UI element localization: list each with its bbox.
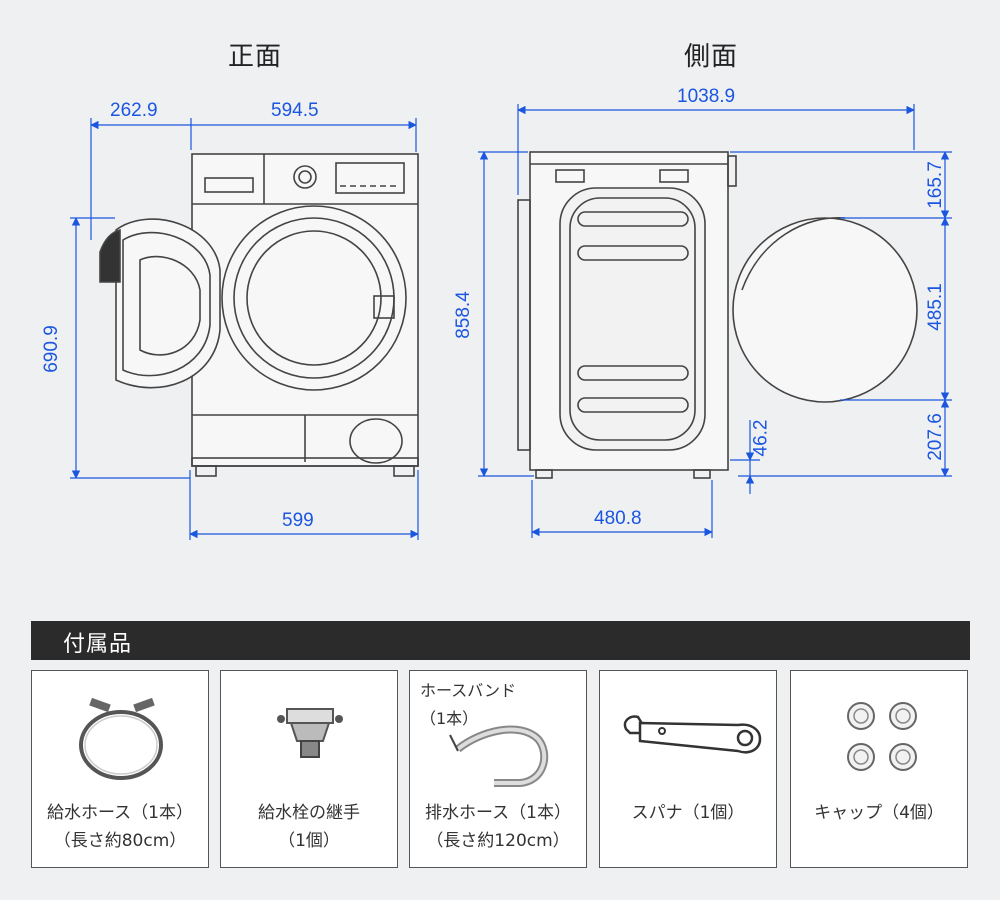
- water-supply-hose-icon: [79, 697, 163, 780]
- faucet-joint-icon: [277, 708, 343, 758]
- accessory-card-caps: キャップ（4個）: [790, 670, 968, 868]
- front-washer-drawing: [191, 153, 419, 477]
- front-open-door: [99, 218, 221, 389]
- dim-side-total-depth: 1038.9: [677, 86, 736, 107]
- dim-side-bottom-gap: 207.6: [924, 413, 946, 461]
- dimension-diagram: [70, 104, 952, 540]
- dim-side-height: 858.4: [452, 291, 474, 339]
- accessory-card-faucet-joint: 給水栓の継手 （1個）: [220, 670, 398, 868]
- dim-side-top-gap: 165.7: [924, 161, 946, 209]
- dim-side-door-diameter: 485.1: [924, 283, 946, 331]
- accessory-card-spanner: スパナ（1個）: [599, 670, 777, 868]
- spanner-icon: [623, 715, 762, 754]
- accessory-name: 排水ホース（1本）: [425, 803, 571, 823]
- accessory-name: スパナ（1個）: [631, 803, 745, 823]
- accessory-name: キャップ（4個）: [814, 803, 944, 823]
- hose-band-count: （1本）: [420, 709, 479, 728]
- dim-side-leg-height: 46.2: [750, 419, 772, 457]
- dim-front-body-width: 594.5: [271, 100, 319, 121]
- dim-side-base-depth: 480.8: [594, 508, 642, 529]
- drain-hose-icon: [449, 725, 549, 787]
- accessories-title: 付属品: [63, 632, 133, 657]
- hose-band-label: ホースバンド: [420, 681, 517, 700]
- front-dimension-lines: [70, 118, 419, 540]
- accessory-detail: （長さ約120cm）: [426, 831, 570, 851]
- dim-front-door-width: 262.9: [110, 100, 158, 121]
- dim-front-height: 690.9: [40, 325, 62, 373]
- accessory-detail: （1個）: [278, 831, 340, 851]
- caps-icon: [847, 702, 917, 771]
- side-dimension-lines: [478, 104, 952, 538]
- dim-front-base-width: 599: [282, 510, 314, 531]
- accessory-card-drain-hose: ホースバンド （1本） 排水ホース（1本） （長さ約120cm）: [409, 670, 587, 868]
- accessories-header: 付属品: [31, 621, 970, 660]
- accessory-detail: （長さ約80cm）: [53, 831, 187, 851]
- front-view-title: 正面: [228, 42, 283, 72]
- accessory-name: 給水ホース（1本）: [47, 803, 193, 823]
- side-washer-drawing: [517, 151, 918, 479]
- accessory-card-water-hose: 給水ホース（1本） （長さ約80cm）: [31, 670, 209, 868]
- accessory-name: 給水栓の継手: [258, 803, 360, 823]
- side-view-title: 側面: [684, 42, 739, 72]
